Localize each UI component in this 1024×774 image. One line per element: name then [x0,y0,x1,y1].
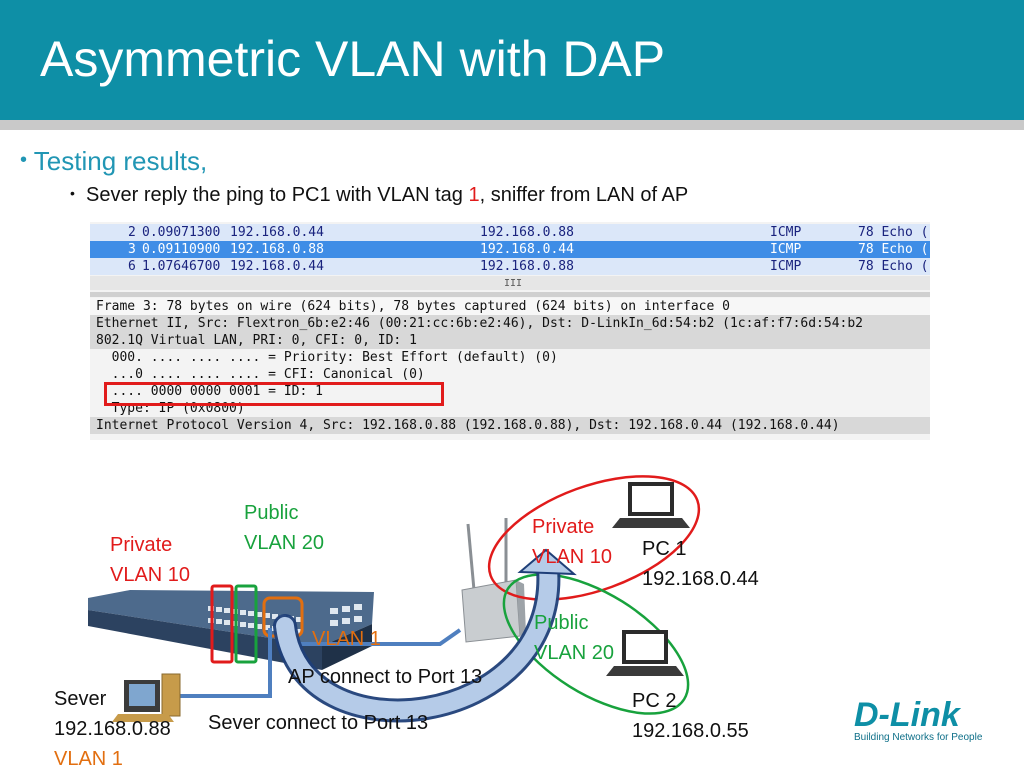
public-vlan-ellipse [502,573,690,715]
packet-info: 78 Echo ( [858,225,929,240]
scrollbar-grip[interactable]: III [504,278,523,289]
detail-vlan-id[interactable]: .... 0000 0000 0001 = ID: 1 [96,384,323,399]
packet-row-selected[interactable]: 3 0.09110900 192.168.0.88 192.168.0.44 I… [90,241,930,258]
server-connect-label: Sever connect to Port 13 [208,712,429,734]
packet-src: 192.168.0.44 [230,259,324,274]
detail-frame[interactable]: Frame 3: 78 bytes on wire (624 bits), 78… [90,298,930,315]
packet-no: 6 [128,259,136,274]
bullet-sub-text-1: Sever reply the ping to PC1 with VLAN ta… [86,184,469,206]
detail-ipv4[interactable]: Internet Protocol Version 4, Src: 192.16… [90,417,930,434]
packet-info: 78 Echo ( [858,242,929,257]
server-cable [176,628,272,698]
switch-public-label: Public VLAN 20 [244,502,325,554]
pc1-label: PC 1 192.168.0.44 [642,538,759,590]
bullet-dot: • [20,149,28,171]
title-bar [0,0,1024,120]
bullet-sub: • Sever reply the ping to PC1 with VLAN … [70,184,688,207]
packet-src: 192.168.0.88 [230,242,324,257]
detail-cfi[interactable]: ...0 .... .... .... = CFI: Canonical (0) [96,367,425,382]
packet-time: 0.09110900 [142,242,221,257]
packet-capture: 2 0.09071300 192.168.0.44 192.168.0.88 I… [90,222,930,440]
packet-dst: 192.168.0.88 [480,259,574,274]
vlan1-port-label: VLAN 1 [312,628,381,650]
traffic-arrow-fill [276,559,558,720]
dlink-tagline: Building Networks for People [854,732,983,743]
detail-priority[interactable]: 000. .... .... .... = Priority: Best Eff… [96,350,558,365]
packet-proto: ICMP [770,242,802,257]
ap-connect-label: AP connect to Port 13 [288,666,483,688]
packet-dst: 192.168.0.44 [480,242,574,257]
detail-ethernet[interactable]: Ethernet II, Src: Flextron_6b:e2:46 (00:… [90,315,930,332]
packet-info: 78 Echo ( [858,259,929,274]
arrow-head [517,548,577,576]
packet-proto: ICMP [770,225,802,240]
packet-time: 1.07646700 [142,259,221,274]
packet-src: 192.168.0.44 [230,225,324,240]
vlan-tag-value: 1 [468,184,480,206]
dlink-logo: D-Link Building Networks for People [854,698,998,743]
bullet-main: • Testing results, [20,146,207,177]
dlink-brand: D-Link [854,696,960,734]
slide-title: Asymmetric VLAN with DAP [40,31,666,87]
packet-no: 3 [128,242,136,257]
public-ports-highlight [234,584,258,664]
title-underline [0,120,1024,130]
vlan-id-highlight [104,382,444,406]
horizontal-scrollbar[interactable] [90,276,930,290]
server-label: Sever 192.168.0.88 VLAN 1 [54,688,171,770]
bullet-sub-dot: • [70,185,75,201]
packet-proto: ICMP [770,259,802,274]
packet-row[interactable]: 2 0.09071300 192.168.0.44 192.168.0.88 I… [90,224,930,241]
network-diagram [88,475,701,723]
packet-no: 2 [128,225,136,240]
laptop-icon [606,630,684,676]
laptop-icon [612,482,690,528]
bullet-sub-text-2: , sniffer from LAN of AP [479,184,689,206]
packet-row[interactable]: 6 1.07646700 192.168.0.44 192.168.0.88 I… [90,258,930,275]
packet-dst: 192.168.0.88 [480,225,574,240]
ap-private-label: Private VLAN 10 [532,516,613,568]
detail-vlan[interactable]: 802.1Q Virtual LAN, PRI: 0, CFI: 0, ID: … [90,332,930,349]
pane-divider[interactable] [90,292,930,297]
switch-private-label: Private VLAN 10 [110,534,191,586]
private-ports-highlight [210,584,234,664]
pc2-label: PC 2 192.168.0.55 [632,690,749,742]
packet-time: 0.09071300 [142,225,221,240]
server-computer-icon [112,673,181,722]
private-vlan-ellipse [487,475,701,601]
bullet-main-text: Testing results, [33,146,208,176]
ap-public-label: Public VLAN 20 [534,612,615,664]
